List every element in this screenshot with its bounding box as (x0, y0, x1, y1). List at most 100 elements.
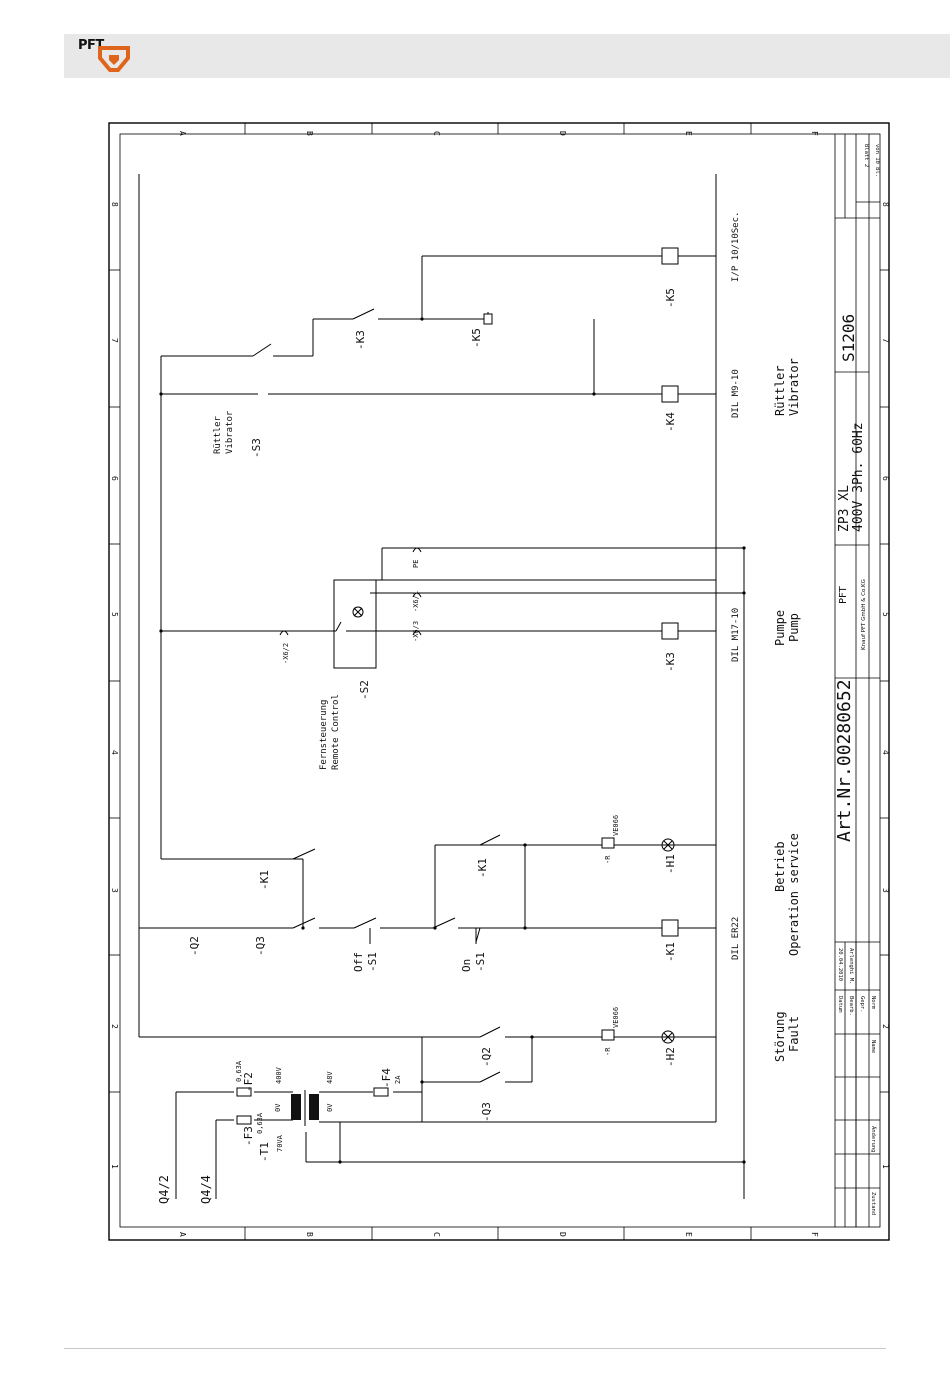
pump-de: Pumpe (773, 610, 787, 646)
col-c: C (432, 131, 441, 136)
k1-contact-13-label: -K1 (476, 858, 489, 878)
col-b: B (305, 131, 314, 136)
row-7: 7 (110, 338, 119, 343)
s3-en: Vibrator (225, 410, 235, 454)
s1-off-label: -S1 (366, 952, 379, 972)
t1-primary: 400V (275, 1066, 283, 1084)
pe-label: PE (412, 560, 420, 568)
q44-label: Q4/4 (199, 1175, 213, 1204)
check-label: Gepr. (859, 996, 865, 1013)
r-h2-type: VE066 (612, 1007, 620, 1028)
change-label: Änderung (870, 1126, 877, 1153)
col-c-bottom: C (432, 1232, 441, 1237)
row-2-right: 2 (881, 1024, 890, 1029)
sheet-label: Blatt 2 (863, 144, 869, 167)
h1-label: -H1 (664, 854, 677, 874)
col-a: A (178, 131, 187, 136)
k5-relay-type: I/P 10/10Sec. (731, 212, 741, 282)
company-logo-text: PFT (838, 585, 849, 604)
coil-icons (483, 247, 679, 1041)
r-h1-type: VE066 (612, 815, 620, 836)
edit-label: Bearb. (848, 996, 854, 1016)
date-value: 20.04.2010 (837, 948, 843, 981)
q2-upper-label: -Q2 (188, 936, 201, 956)
fuse-icons (236, 1087, 389, 1125)
lamp-icons (352, 606, 675, 1044)
name-label: Name (870, 1040, 876, 1053)
r-h1-label: -R (604, 855, 612, 864)
editor-value: Arlenghi M. (848, 948, 854, 984)
row-1-right: 1 (881, 1164, 890, 1169)
k5-coil-label: -K5 (664, 288, 677, 308)
col-b-bottom: B (305, 1232, 314, 1237)
row-4-right: 4 (881, 750, 890, 755)
col-e-bottom: E (684, 1232, 693, 1237)
k1-contact-43-label: -K1 (258, 870, 271, 890)
f2-label: -F2 (242, 1072, 255, 1092)
sheet-of-label: von 10 Bl. (874, 144, 880, 177)
k1-contactor-type: DIL ER22 (731, 917, 741, 960)
h2-label: -H2 (664, 1047, 677, 1067)
k3-coil-label: -K3 (664, 652, 677, 672)
norm-label: Norm (870, 996, 876, 1010)
s1-off-text: Off (352, 952, 365, 972)
f4-rating: 2A (394, 1075, 402, 1084)
model-name: ZP3 XL (837, 485, 852, 532)
t1-zero-a: 0V (274, 1103, 282, 1112)
k3-contactor-type: DIL M17-10 (731, 608, 741, 662)
col-d-bottom: D (558, 1232, 567, 1237)
junctions (159, 317, 746, 1164)
schematic-sheet: A B C D E F A B C D E F 1 2 3 4 5 6 7 8 … (108, 122, 890, 1241)
row-6: 6 (110, 476, 119, 481)
operation-de: Betrieb (773, 841, 787, 892)
remote-control-box (333, 579, 377, 669)
t1-power: 70VA (276, 1134, 284, 1152)
q2-lower-label: -Q2 (480, 1047, 493, 1067)
art-nr: Art.Nr.00280652 (834, 679, 855, 842)
q42-label: Q4/2 (157, 1175, 171, 1204)
logo-text: PFT (78, 38, 104, 53)
s1-on-label: -S1 (474, 952, 487, 972)
s3-label: -S3 (250, 438, 263, 458)
footer-line (64, 1348, 886, 1349)
contacts (252, 308, 501, 1083)
wiring (138, 174, 745, 1199)
status-label: Zustand (870, 1192, 876, 1215)
row-1: 1 (110, 1164, 119, 1169)
t1-zero-b: 0V (326, 1103, 334, 1112)
terminal-icons (279, 547, 422, 636)
row-8-right: 8 (881, 202, 890, 207)
x6-2-label: -X6/2 (282, 643, 290, 664)
col-e: E (684, 131, 693, 136)
r-h2-label: -R (604, 1047, 612, 1056)
fault-en: Fault (787, 1016, 801, 1052)
col-f: F (810, 131, 819, 136)
remote-de: Fernsteuerung (319, 700, 329, 770)
col-a-bottom: A (178, 1232, 187, 1237)
fault-de: Störung (773, 1011, 787, 1062)
row-3: 3 (110, 888, 119, 893)
s1-on-text: On (460, 959, 473, 972)
pft-logo: PFT (78, 38, 134, 76)
f3-rating: 0,63A (256, 1112, 264, 1134)
transformer-icon (291, 1090, 319, 1126)
x6-3-label: -X6/3 (412, 621, 420, 642)
model-spec: 400V 3Ph. 60Hz (851, 422, 866, 532)
vibrator-de: Rüttler (773, 365, 787, 416)
remote-en: Remote Control (331, 694, 341, 770)
row-6-right: 6 (881, 476, 890, 481)
operation-en: Operation service (787, 833, 801, 956)
k1-coil-label: -K1 (664, 942, 677, 962)
f3-label: -F3 (242, 1126, 255, 1146)
x6-1-label: -X6/1 (412, 591, 420, 612)
row-4: 4 (110, 750, 119, 755)
row-5: 5 (110, 612, 119, 617)
logo-shield-icon (98, 46, 130, 72)
s3-de: Rüttler (213, 415, 223, 454)
vibrator-en: Vibrator (787, 358, 801, 416)
col-f-bottom: F (810, 1232, 819, 1237)
k4-coil-label: -K4 (664, 412, 677, 432)
s2-label: -S2 (358, 680, 371, 700)
k3-contact-label: -K3 (354, 330, 367, 350)
row-7-right: 7 (881, 338, 890, 343)
